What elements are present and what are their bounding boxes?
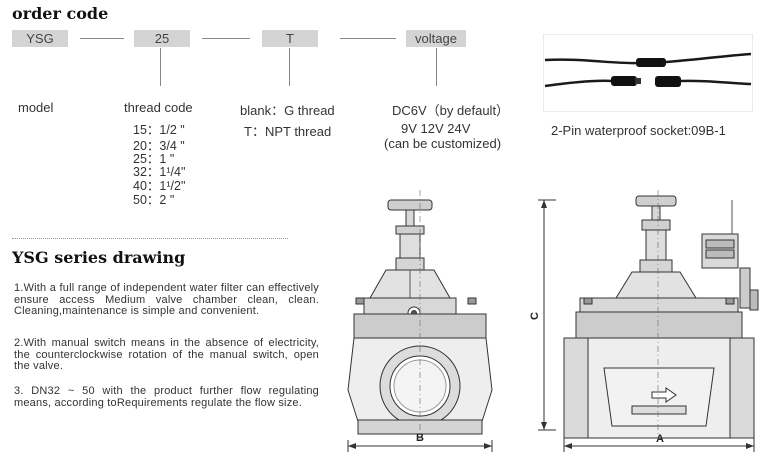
leader-line xyxy=(436,48,437,86)
thread-code-row: 25：1 " xyxy=(133,152,175,166)
section-divider xyxy=(12,238,288,239)
code-box-type: T xyxy=(262,30,318,47)
label-model: model xyxy=(18,100,54,115)
paragraph-1: 1.With a full range of independent water… xyxy=(14,282,319,317)
connector-line xyxy=(202,38,250,39)
thread-code-row: 20：3/4 " xyxy=(133,139,185,153)
order-code-title: order code xyxy=(12,4,109,23)
label-thread-type: blank：G thread xyxy=(240,103,335,118)
connector-line xyxy=(340,38,396,39)
label-thread-code: thread code xyxy=(124,100,193,115)
valve-front-view: C A xyxy=(529,190,759,452)
code-box-thread: 25 xyxy=(134,30,190,47)
thread-code-row: 32：1¹/4" xyxy=(133,165,186,179)
dimension-a-label: A xyxy=(656,433,664,445)
drawing-title: YSG series drawing xyxy=(12,248,186,267)
valve-side-view: B xyxy=(347,190,493,452)
leader-line xyxy=(289,48,290,86)
code-box-voltage: voltage xyxy=(406,30,466,47)
socket-photo xyxy=(543,34,753,112)
paragraph-3: 3. DN32 ~ 50 with the product further fl… xyxy=(14,385,319,409)
thread-code-row: 40：1¹/2" xyxy=(133,179,186,193)
leader-line xyxy=(160,48,161,86)
dimension-c-label: C xyxy=(529,312,541,320)
connector-line xyxy=(80,38,124,39)
label-voltages: 9V 12V 24V xyxy=(401,121,471,136)
thread-code-row: 50：2 " xyxy=(133,193,175,207)
paragraph-2: 2.With manual switch means in the absenc… xyxy=(14,337,319,372)
label-npt: T：NPT thread xyxy=(244,124,332,139)
socket-caption: 2-Pin waterproof socket:09B-1 xyxy=(551,123,726,138)
code-box-model: YSG xyxy=(12,30,68,47)
label-customized: (can be customized) xyxy=(384,136,502,151)
thread-code-row: 15：1/2 " xyxy=(133,123,185,137)
label-voltage: DC6V（by default） xyxy=(392,103,510,118)
